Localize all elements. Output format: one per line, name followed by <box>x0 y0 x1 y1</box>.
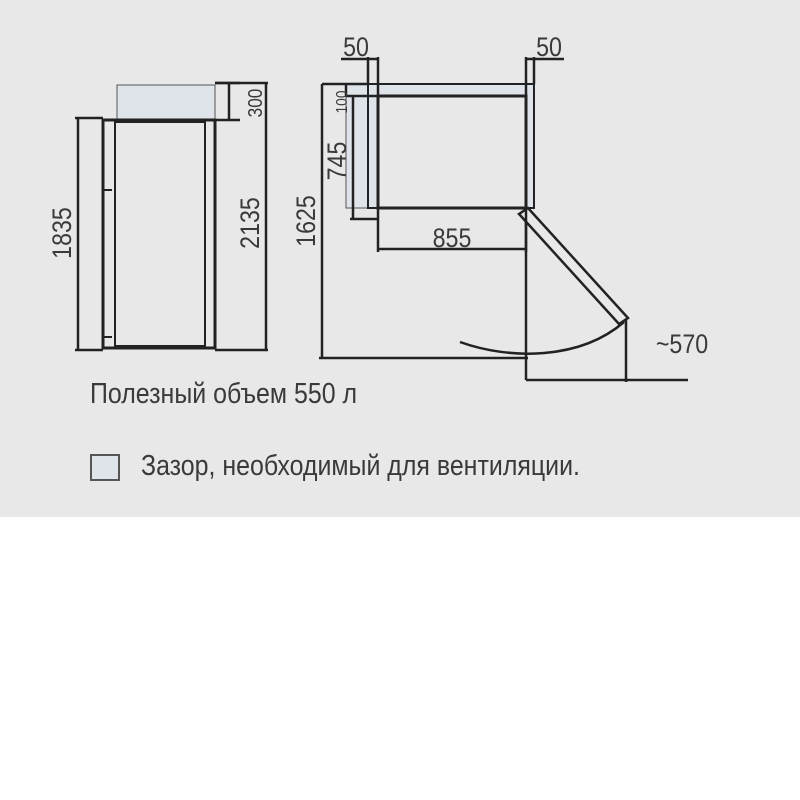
fridge-top-outline <box>376 94 528 210</box>
fridge-body <box>101 118 217 350</box>
back-gap-label: 100 <box>333 91 351 114</box>
width-label: 855 <box>433 223 472 253</box>
legend-text: Зазор, необходимый для вентиляции. <box>141 450 580 482</box>
fridge-top-inner <box>367 83 535 209</box>
open-door <box>517 206 630 326</box>
legend-swatch <box>90 454 120 481</box>
depth-label: 745 <box>322 142 352 181</box>
right-gap-label: 50 <box>536 32 562 62</box>
dimension-drawing: 1835 2135 300 50 50 100 <box>47 32 708 382</box>
top-view: 50 50 100 745 1625 855 ~570 <box>291 32 708 382</box>
volume-caption: Полезный объем 550 л <box>90 378 358 410</box>
door-swing-label: ~570 <box>656 329 708 359</box>
depth-with-door-label: 1625 <box>291 195 321 247</box>
height-label: 1835 <box>47 207 77 259</box>
height-with-gap-label: 2135 <box>235 197 265 249</box>
fridge-door-panel <box>114 121 206 347</box>
top-ventilation-gap <box>116 84 216 121</box>
top-gap-label: 300 <box>244 89 267 118</box>
door-swing-arc <box>459 321 625 355</box>
front-view: 1835 2135 300 <box>47 81 268 352</box>
left-gap-label: 50 <box>343 32 369 62</box>
